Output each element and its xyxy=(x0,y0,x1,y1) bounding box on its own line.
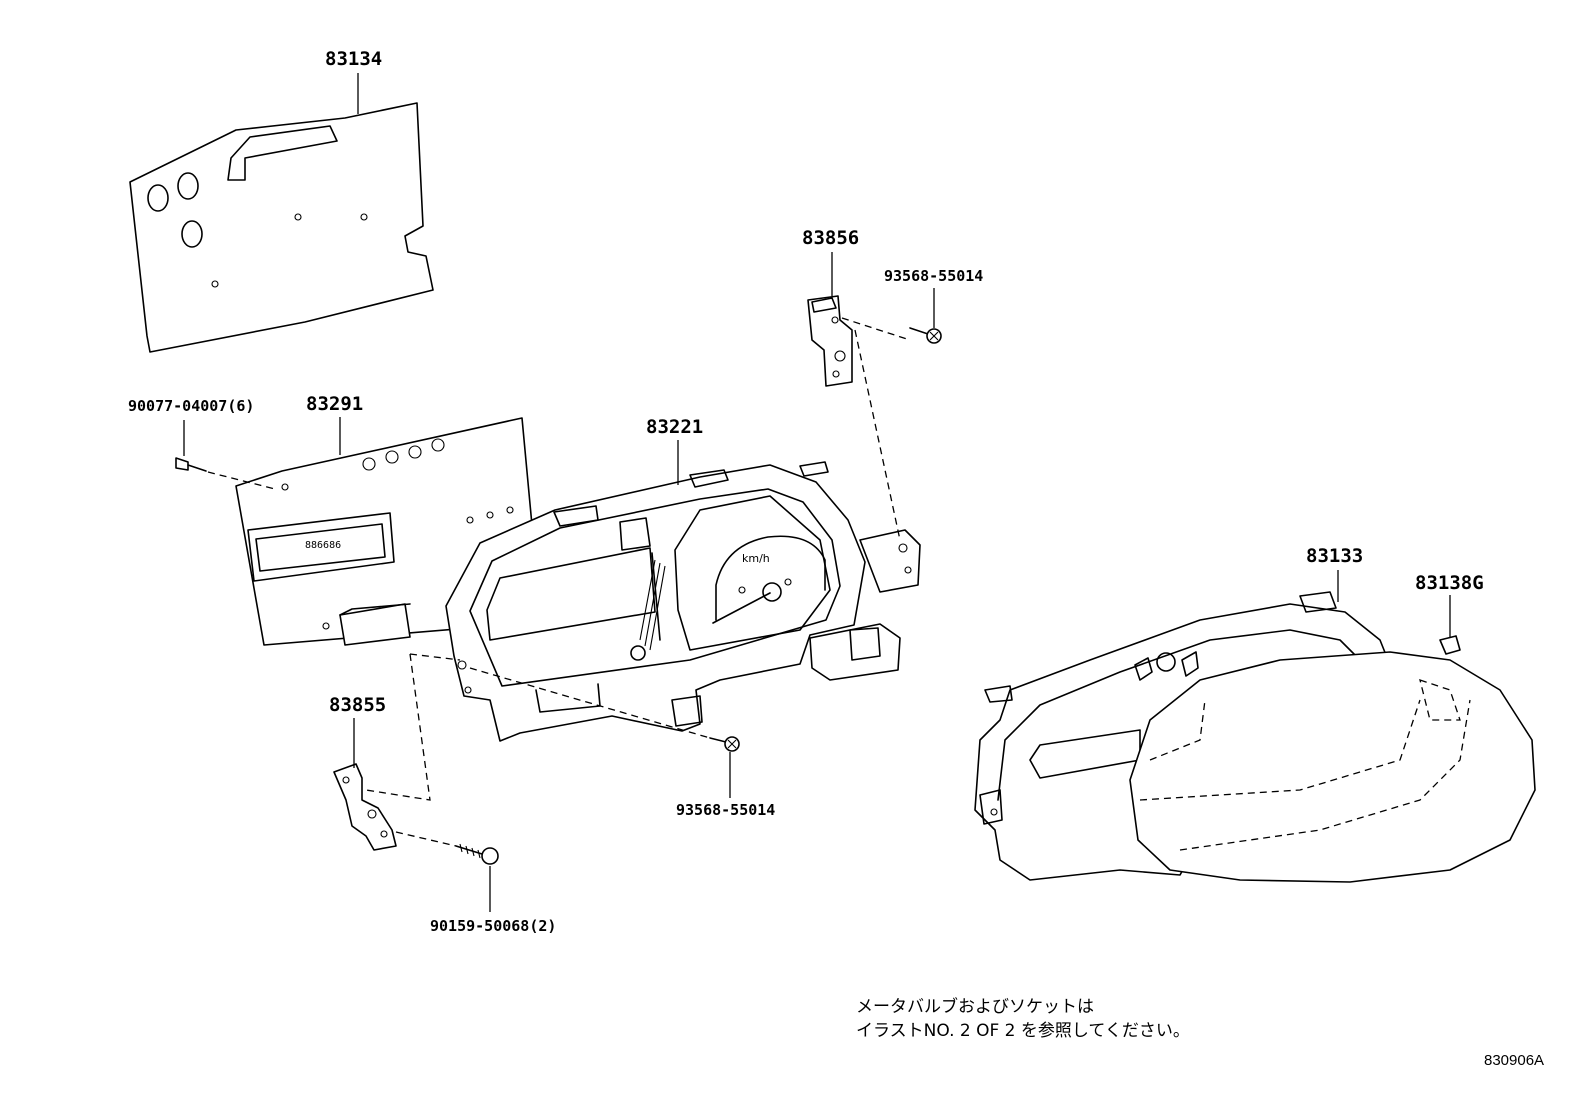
label-93568-top[interactable]: 93568-55014 xyxy=(884,267,984,285)
screw-93568-bottom[interactable] xyxy=(469,667,740,798)
label-83856[interactable]: 83856 xyxy=(802,227,860,249)
meter-case-83221[interactable] xyxy=(445,440,921,742)
note-line-1: メータバルブおよびソケットは xyxy=(856,997,1094,1017)
label-83221[interactable]: 83221 xyxy=(646,416,704,438)
label-83291[interactable]: 83291 xyxy=(306,393,364,415)
gauge-unit-text: km/h xyxy=(742,552,770,565)
label-90077[interactable]: 90077-04007(6) xyxy=(128,397,255,415)
screw-90159[interactable] xyxy=(395,831,499,912)
label-93568-bottom[interactable]: 93568-55014 xyxy=(676,801,776,819)
label-83138g[interactable]: 83138G xyxy=(1415,572,1484,594)
bracket-83855[interactable] xyxy=(333,718,397,851)
label-83855[interactable]: 83855 xyxy=(329,694,387,716)
plate-83134[interactable] xyxy=(129,73,434,353)
diagram-code: 830906A xyxy=(1484,1052,1545,1069)
label-90159[interactable]: 90159-50068(2) xyxy=(430,917,557,935)
odometer-digits: 886686 xyxy=(305,540,341,551)
note-line-2: イラストNO. 2 OF 2 を参照してください。 xyxy=(856,1021,1190,1041)
label-83134[interactable]: 83134 xyxy=(325,48,383,70)
screw-93568-top[interactable] xyxy=(909,288,942,344)
label-83133[interactable]: 83133 xyxy=(1306,545,1364,567)
screw-90077[interactable] xyxy=(175,420,276,490)
bracket-83856[interactable] xyxy=(807,252,853,387)
lens-83138g[interactable] xyxy=(1129,595,1536,883)
